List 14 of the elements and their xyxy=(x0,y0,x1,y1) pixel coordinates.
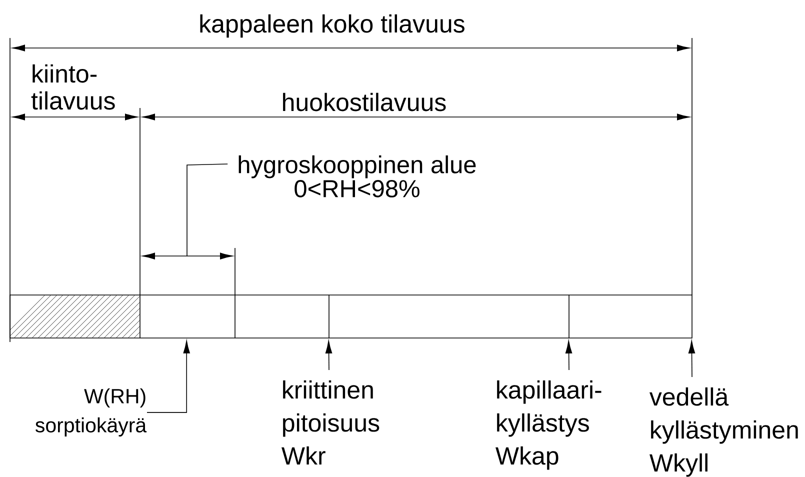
callout-text: vedellä kyllästyminen Wkyll xyxy=(649,387,798,477)
callout-text: kriittinen pitoisuus Wkr xyxy=(282,380,380,465)
callout-text: kapillaari- kyllästys Wkap xyxy=(496,380,602,470)
callout-text: W(RH) sorptiokäyrä xyxy=(36,388,147,436)
callout-text: hygroskooppinen alue 0<RH<98% xyxy=(238,155,476,198)
leader-line xyxy=(325,340,332,370)
leader-line xyxy=(565,340,572,370)
dimension-label: kappaleen koko tilavuus xyxy=(200,14,464,38)
leader-line xyxy=(186,164,228,256)
dimension-label: kiinto- tilavuus xyxy=(31,64,115,110)
leader-line xyxy=(146,340,190,413)
moisture-bar xyxy=(10,294,692,338)
leader-line xyxy=(688,340,696,378)
dimension-label: huokostilavuus xyxy=(283,92,446,112)
